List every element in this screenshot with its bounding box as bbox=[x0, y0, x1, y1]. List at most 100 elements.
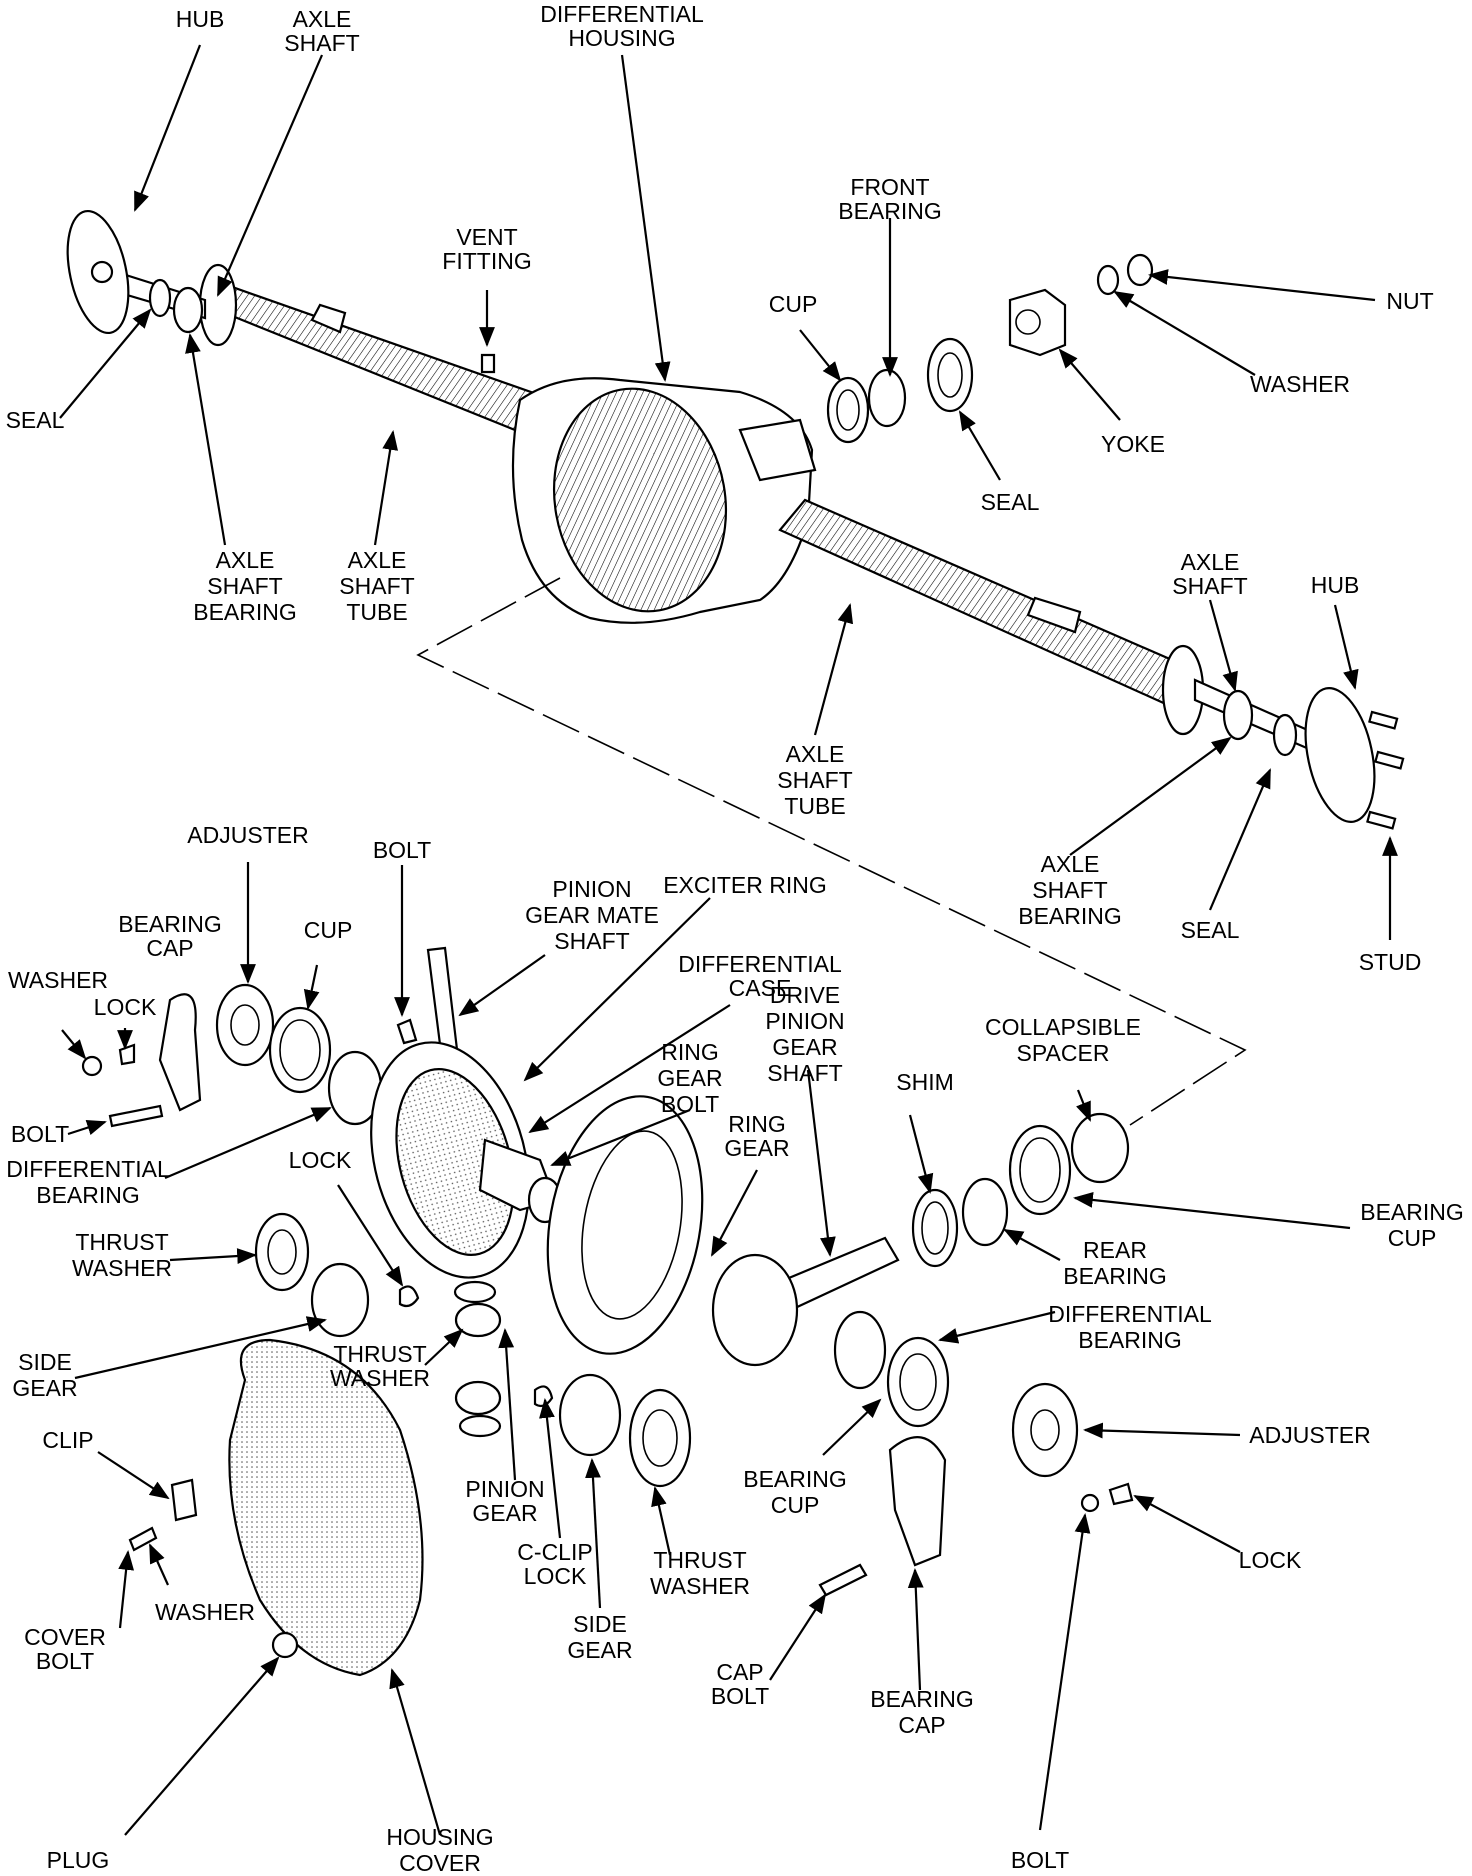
seal-right-part bbox=[1272, 713, 1298, 757]
seal-top-inner bbox=[937, 352, 963, 398]
label-seal-top-right: SEAL bbox=[981, 489, 1040, 515]
yoke-center bbox=[1015, 309, 1041, 335]
label-cup-left: CUP bbox=[304, 917, 353, 943]
label-hub-right: HUB bbox=[1311, 572, 1360, 598]
differential-housing-face bbox=[552, 387, 728, 613]
shim-part bbox=[911, 1188, 959, 1268]
bolt-left-part bbox=[108, 1104, 164, 1128]
nut-part bbox=[1126, 253, 1154, 287]
differential-bearing-right-part bbox=[833, 1310, 887, 1390]
label-nut: NUT bbox=[1386, 288, 1433, 314]
axle-shaft-tube-left-part bbox=[202, 286, 550, 434]
label-bolt-bottom: BOLT bbox=[1011, 1847, 1069, 1873]
label-cup-top: CUP bbox=[769, 291, 818, 317]
lock-right-part bbox=[1108, 1482, 1134, 1506]
washer-left-part bbox=[81, 1055, 103, 1077]
cup-left-inner bbox=[279, 1019, 321, 1081]
drive-pinion-gear-head bbox=[711, 1253, 799, 1367]
label-washer-left: WASHER bbox=[8, 967, 108, 993]
label-seal-left: SEAL bbox=[6, 407, 65, 433]
axle-shaft-tube-right-part bbox=[778, 498, 1197, 707]
bearing-cup-right-part bbox=[1008, 1124, 1072, 1216]
bearing-cap-left-part bbox=[158, 993, 202, 1112]
bolt-bottom-part bbox=[1080, 1493, 1100, 1513]
thrust-washer-left-inner bbox=[267, 1229, 297, 1275]
bearing-cap-right-part bbox=[888, 1436, 947, 1567]
axle-tube-bracket-right bbox=[1026, 596, 1082, 634]
label-lock-left: LOCK bbox=[94, 994, 157, 1020]
axle-shaft-bearing-right-part bbox=[1222, 689, 1254, 741]
yoke-part bbox=[1008, 288, 1067, 357]
cup-top-part bbox=[826, 376, 870, 444]
seal-left-part bbox=[148, 278, 172, 318]
label-hub-left: HUB bbox=[176, 6, 225, 32]
hub-right-part bbox=[1304, 687, 1376, 823]
label-shim: SHIM bbox=[896, 1069, 954, 1095]
label-seal-lower: SEAL bbox=[1181, 917, 1240, 943]
cap-bolt-part bbox=[818, 1563, 868, 1597]
bearing-cup-right-inner bbox=[1019, 1137, 1061, 1203]
side-gear-left-part bbox=[310, 1262, 370, 1338]
clip-part bbox=[170, 1478, 198, 1522]
thrust-washer-right-inner bbox=[642, 1409, 678, 1467]
shim-inner bbox=[921, 1201, 949, 1255]
adjuster-left-inner bbox=[230, 1004, 260, 1046]
side-gear-mid-part bbox=[558, 1373, 622, 1457]
washer-top-part bbox=[1096, 264, 1120, 296]
studs bbox=[1366, 710, 1405, 830]
thrust-washer-mid-lower bbox=[458, 1414, 502, 1438]
assembly-connector-line bbox=[416, 577, 1247, 1126]
label-washer-bottom: WASHER bbox=[155, 1599, 255, 1625]
thrust-washer-left-part bbox=[254, 1212, 310, 1292]
housing-cover-part bbox=[228, 1338, 424, 1677]
lock-left-part bbox=[118, 1043, 136, 1066]
label-bolt-top: BOLT bbox=[373, 837, 431, 863]
ring-gear-part bbox=[546, 1095, 704, 1355]
thrust-washer-right-part bbox=[628, 1388, 692, 1488]
bolt-top-part bbox=[396, 1018, 418, 1045]
ring-gear-inner bbox=[581, 1130, 683, 1320]
plug-part bbox=[271, 1631, 299, 1659]
label-stud: STUD bbox=[1359, 949, 1422, 975]
rear-bearing-part bbox=[961, 1177, 1009, 1247]
label-exciter-ring: EXCITER RING bbox=[663, 872, 827, 898]
bottom-exploded-parts bbox=[81, 946, 1134, 1677]
seal-top-part bbox=[926, 337, 974, 413]
lock-mid-part bbox=[398, 1285, 420, 1308]
axle-tube-bracket-left bbox=[310, 303, 347, 334]
leader-lines bbox=[59, 44, 1398, 1836]
adjuster-right-inner bbox=[1030, 1409, 1060, 1451]
vent-fitting-part bbox=[480, 353, 496, 374]
bearing-cup-mid-part bbox=[886, 1336, 950, 1428]
adjuster-right-part bbox=[1011, 1382, 1079, 1478]
front-bearing-part bbox=[867, 368, 907, 428]
label-clip: CLIP bbox=[42, 1427, 93, 1453]
thrust-washer-mid-upper bbox=[453, 1280, 497, 1304]
